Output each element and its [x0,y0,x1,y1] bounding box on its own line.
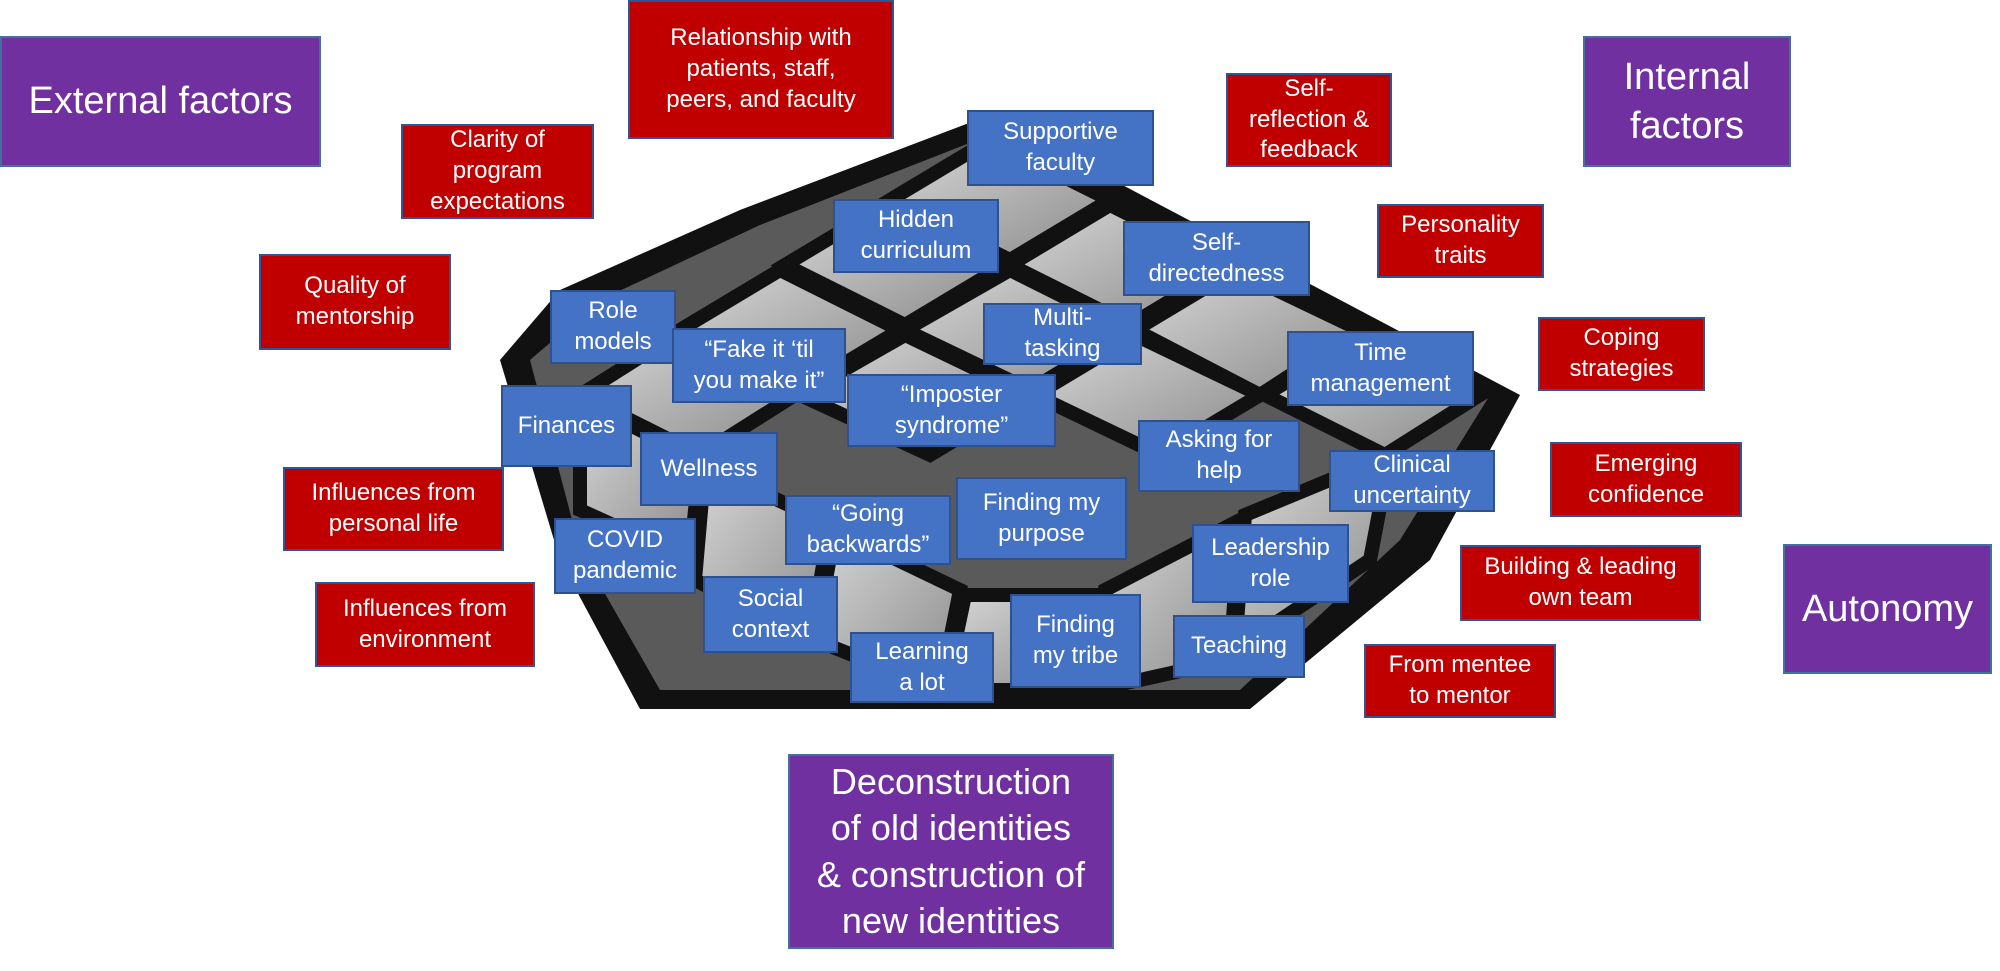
theme-mentee-mentor: From mentee to mentor [1364,644,1556,718]
subtheme-multitasking: Multi- tasking [983,303,1142,365]
subtheme-finding-purpose: Finding my purpose [956,477,1127,560]
subtheme-leadership: Leadership role [1192,524,1349,603]
subtheme-supportive-faculty: Supportive faculty [967,110,1154,186]
category-external-factors: External factors [0,36,321,167]
subtheme-teaching: Teaching [1173,615,1305,678]
theme-clarity: Clarity of program expectations [401,124,594,219]
subtheme-covid: COVID pandemic [554,518,696,594]
subtheme-going-backwards: “Going backwards” [785,495,951,565]
theme-building-team: Building & leading own team [1460,545,1701,621]
subtheme-time-management: Time management [1287,331,1474,406]
subtheme-social-context: Social context [703,576,838,653]
theme-influences-personal: Influences from personal life [283,467,504,551]
category-deconstruction: Deconstruction of old identities & const… [788,754,1114,949]
category-autonomy: Autonomy [1783,544,1992,674]
subtheme-role-models: Role models [550,290,676,364]
theme-influences-environment: Influences from environment [315,582,535,667]
theme-personality: Personality traits [1377,204,1544,278]
theme-emerging-confidence: Emerging confidence [1550,442,1742,517]
subtheme-hidden-curriculum: Hidden curriculum [833,199,999,273]
subtheme-learning: Learning a lot [850,632,994,703]
subtheme-self-directedness: Self- directedness [1123,221,1310,296]
theme-self-reflection: Self- reflection & feedback [1226,73,1392,167]
subtheme-clinical-uncertainty: Clinical uncertainty [1329,450,1495,512]
subtheme-fake-it: “Fake it ‘til you make it” [672,328,846,403]
theme-coping: Coping strategies [1538,317,1705,391]
subtheme-imposter: “Imposter syndrome” [847,374,1056,447]
theme-relationship: Relationship with patients, staff, peers… [628,0,894,139]
subtheme-finding-tribe: Finding my tribe [1010,594,1141,688]
category-internal-factors: Internal factors [1583,36,1791,167]
subtheme-wellness: Wellness [640,432,778,506]
subtheme-finances: Finances [501,385,632,467]
theme-quality-mentorship: Quality of mentorship [259,254,451,350]
subtheme-asking-help: Asking for help [1138,420,1300,492]
